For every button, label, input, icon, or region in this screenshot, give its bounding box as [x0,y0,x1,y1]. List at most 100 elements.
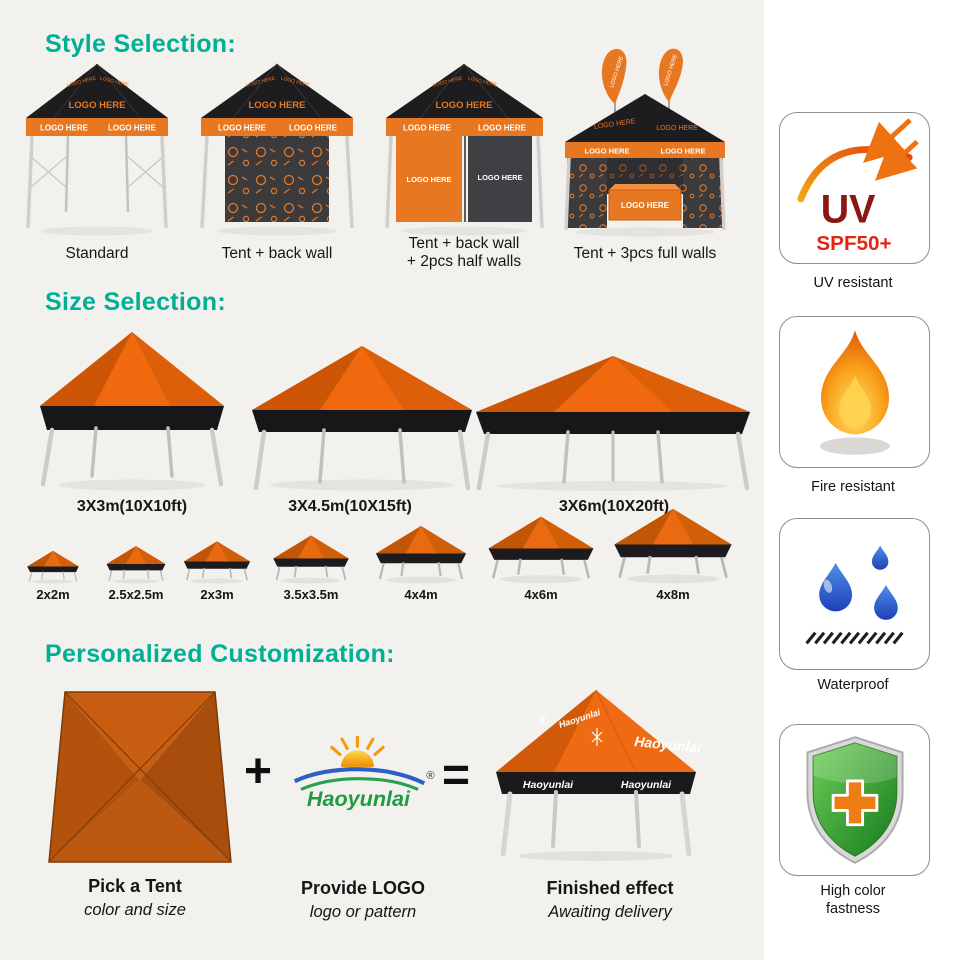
half-wall-right [468,136,532,222]
small-tent-4x6: 4x6m [484,516,598,602]
style-label-standard: Standard [65,245,129,262]
small-tent-4x4: 4x4m [372,516,470,602]
tent-roof [565,94,725,142]
feature-caption-fire: Fire resistant [811,479,895,495]
logo-text: LOGO HERE [68,100,125,111]
tent-roof [26,64,168,118]
small-size-label: 2x3m [200,587,234,602]
step-title-logo: Provide LOGO [300,878,426,898]
tent-legs [253,429,471,491]
small-tent-2x2: 2x2m [24,516,82,602]
water-drop [818,563,852,612]
equals-sign: = [441,749,471,802]
sun-mark-icon [591,728,603,746]
tent-valance [252,410,472,432]
small-size-label: 2x2m [36,587,70,602]
small-tent-4x8: 4x8m [609,508,737,602]
counter-top [609,184,681,190]
logo-text: LOGO HERE [403,124,452,133]
size-label-3x45: 3X4.5m(10X15ft) [288,498,412,515]
uv-label: UV [820,187,875,231]
tent-size-3x3 [32,328,232,498]
green-swoosh [300,777,419,791]
logo-text: LOGO HERE [40,124,89,133]
step-sub-logo: logo or pattern [309,903,417,921]
uv-arrow [874,139,919,181]
feature-card-uv: UV SPF50+ [779,112,930,264]
tent-valance [201,118,353,136]
sun-logo-icon: Haoyunlai ® [293,734,435,811]
tent-valance [565,142,725,158]
style-selection-heading: Style Selection: [45,30,236,58]
fire-icon [819,330,890,455]
tent-valance [386,118,543,136]
shield-icon [805,736,904,864]
tent-size-3x6 [468,352,758,497]
tent-size-3x45 [242,342,482,497]
finished-tent-illustration: Haoyunlai Haoyunlai Haoyunlai Haoyunlai [486,684,706,867]
feature-card-colorfast [779,724,930,876]
step-sub-pick: color and size [84,901,186,919]
back-wall-pattern [225,134,329,222]
logo-text: LOGO HERE [478,124,527,133]
tent-roof [201,64,353,118]
step-title-pick: Pick a Tent [88,876,182,896]
water-drop [871,545,888,570]
blue-swoosh [293,767,426,786]
tent-halfwalls-illustration: LOGO HERE LOGO HERE LOGO HERE LOGO HERE … [385,63,544,236]
flat-canopy-illustration [45,686,235,873]
uv-icon: UV SPF50+ [796,118,919,255]
style-label-fullwalls: Tent + 3pcs full walls [573,245,717,262]
plus-sign: + [243,745,273,798]
tent-style-fullwalls: LOGO HERE LOGO HERE LOGO HERE LOGO HERE … [557,42,732,243]
logo-text: LOGO HERE [656,125,698,132]
small-size-label: 4x6m [524,587,558,602]
spf-label: SPF50+ [816,232,891,255]
small-tent-25x25: 2.5x2.5m [103,516,169,602]
tent-style-halfwalls: LOGO HERE LOGO HERE LOGO HERE LOGO HERE … [382,60,547,243]
brand-name: Haoyunlai [621,779,672,791]
flame-inner [838,374,871,428]
tent-legs [200,135,354,229]
tent-legs [500,791,692,857]
feature-caption-colorfast: High color fastness [820,883,886,918]
half-wall-left [396,136,462,222]
tent-shadow [217,226,337,236]
tent-valance [476,412,750,434]
tent-legs [26,135,168,229]
logo-text: LOGO HERE [584,147,629,156]
small-size-label: 2.5x2.5m [108,587,164,602]
tent-shadow [41,226,153,236]
tent-valance [496,772,696,794]
small-size-label: 4x4m [404,587,438,602]
tent-shadow [402,226,526,236]
feature-card-waterproof [779,518,930,670]
small-size-label: 3.5x3.5m [283,587,339,602]
tent-legs [476,431,750,491]
feature-caption-waterproof: Waterproof [817,677,889,693]
logo-text: LOGO HERE [248,100,305,111]
tent-valance [40,406,224,430]
size-label-3x6: 3X6m(10X20ft) [558,498,670,515]
brand-logo: Haoyunlai ® [282,734,437,815]
style-label-backwall: Tent + back wall [221,245,333,262]
brand-name: Haoyunlai [523,779,574,791]
logo-text: LOGO HERE [406,175,451,184]
feature-card-fire [779,316,930,468]
sun-rays [330,734,385,757]
logo-text: LOGO HERE [108,124,157,133]
tent-standard-illustration: LOGO HERE LOGO HERE LOGO HERE LOGO HERE … [26,63,168,236]
step-sub-finished: Awaiting delivery [548,903,672,921]
size-label-3x3: 3X3m(10X10ft) [76,498,188,515]
tent-legs [564,157,726,231]
tent-valance [26,118,168,136]
sun-body [341,750,374,767]
tent-backwall-illustration: LOGO HERE LOGO HERE LOGO HERE LOGO HERE … [200,63,354,236]
small-tent-2x3: 2x3m [181,516,253,602]
registered-mark: ® [426,770,435,782]
logo-text: LOGO HERE [289,124,338,133]
sun-mark-icon [537,713,547,727]
flag-right-icon [658,48,683,102]
waterproof-icon [804,545,904,645]
tent-style-standard: LOGO HERE LOGO HERE LOGO HERE LOGO HERE … [22,60,172,243]
